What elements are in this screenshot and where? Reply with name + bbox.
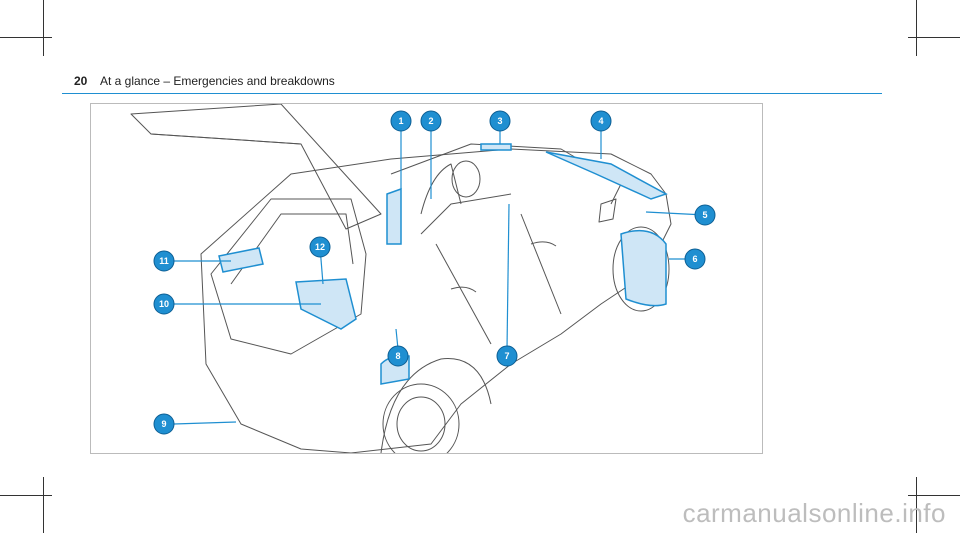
crop-mark — [43, 0, 44, 56]
crop-mark — [916, 477, 917, 533]
callout-label: 12 — [315, 242, 325, 252]
callout-3 — [489, 110, 511, 132]
callout-label: 1 — [398, 116, 403, 126]
callout-label: 8 — [395, 351, 400, 361]
callout-1 — [390, 110, 412, 132]
crop-mark — [43, 477, 44, 533]
callout-10 — [153, 293, 175, 315]
callout-9 — [153, 413, 175, 435]
callout-5 — [694, 204, 716, 226]
callout-label: 11 — [159, 256, 169, 266]
callout-8 — [387, 345, 409, 367]
callout-label: 10 — [159, 299, 169, 309]
callout-7 — [496, 345, 518, 367]
callout-2 — [420, 110, 442, 132]
crop-mark — [908, 495, 960, 496]
crop-mark — [916, 0, 917, 56]
callout-label: 4 — [598, 116, 603, 126]
vehicle-overview-figure: 1 2 3 4 5 6 7 8 9 10 11 12 — [90, 103, 763, 454]
callout-label: 6 — [692, 254, 697, 264]
vehicle-illustration: 1 2 3 4 5 6 7 8 9 10 11 12 — [130, 104, 716, 453]
callout-label: 3 — [497, 116, 502, 126]
page-title: At a glance – Emergencies and breakdowns — [100, 74, 335, 88]
callout-label: 2 — [428, 116, 433, 126]
callout-11 — [153, 250, 175, 272]
callout-label: 9 — [161, 419, 166, 429]
callout-6 — [684, 248, 706, 270]
header-rule — [62, 93, 882, 94]
watermark: carmanualsonline.info — [682, 498, 946, 528]
crop-mark — [908, 37, 960, 38]
callout-label: 7 — [504, 351, 509, 361]
page-number: 20 — [74, 74, 88, 88]
callout-4 — [590, 110, 612, 132]
crop-mark — [0, 495, 52, 496]
crop-mark — [0, 37, 52, 38]
callout-12 — [309, 236, 331, 258]
callout-label: 5 — [702, 210, 707, 220]
